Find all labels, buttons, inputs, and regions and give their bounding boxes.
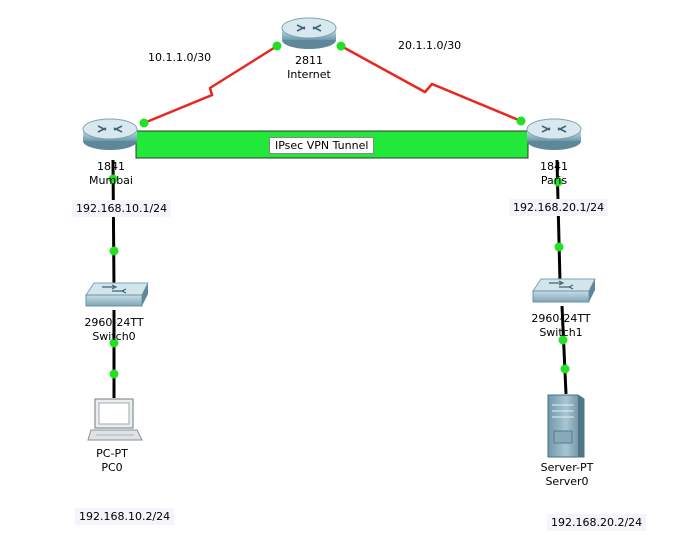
device-name-label: Server0	[545, 475, 589, 488]
lan-link-switch1-server0[interactable]	[560, 305, 568, 395]
device-model-label: Server-PT	[540, 461, 594, 474]
device-name-label: Switch0	[92, 330, 136, 343]
device-name-label: Paris	[540, 174, 568, 187]
wan-link-internet-paris[interactable]	[340, 44, 522, 123]
link-status-dot	[109, 369, 119, 379]
router-icon-mumbai[interactable]	[82, 118, 138, 150]
link-status-dot	[554, 242, 564, 252]
device-model-label: 2960-24TT	[531, 312, 591, 325]
link-status-dot	[553, 177, 563, 187]
device-model-label: 1841	[540, 160, 568, 173]
switch-icon-switch0[interactable]	[85, 282, 149, 307]
link-status-dots	[108, 41, 570, 379]
device-model-label: PC-PT	[96, 447, 128, 460]
link-status-dot	[108, 174, 118, 184]
ip-address-label: 192.168.20.1/24	[509, 199, 609, 216]
link-status-dot	[516, 116, 526, 126]
router-icon-internet[interactable]	[281, 17, 337, 49]
router-icon-paris[interactable]	[526, 118, 582, 150]
ip-address-label: 192.168.10.1/24	[72, 200, 172, 217]
ip-address-label: 192.168.20.2/24	[547, 514, 647, 531]
link-status-dot	[336, 41, 346, 51]
link-status-dot	[139, 118, 149, 128]
device-name-label: Internet	[287, 68, 331, 81]
wan-subnet-label-right: 20.1.1.0/30	[398, 39, 462, 52]
switch-icon-switch1[interactable]	[532, 278, 596, 303]
wan-subnet-label-left: 10.1.1.0/30	[148, 51, 212, 64]
wan-link-mumbai-internet[interactable]	[143, 44, 278, 125]
device-name-label: Mumbai	[89, 174, 133, 187]
server-icon-server0[interactable]	[547, 394, 585, 458]
device-model-label: 1841	[97, 160, 125, 173]
vpn-tunnel-label: IPsec VPN Tunnel	[269, 137, 375, 154]
device-name-label: PC0	[101, 461, 123, 474]
link-status-dot	[560, 364, 570, 374]
pc-icon-pc0[interactable]	[87, 398, 143, 441]
link-status-dot	[109, 246, 119, 256]
link-status-dot	[272, 41, 282, 51]
link-status-dot	[558, 335, 568, 345]
ip-address-label: 192.168.10.2/24	[75, 508, 175, 525]
device-name-label: Switch1	[539, 326, 583, 339]
device-model-label: 2811	[295, 54, 323, 67]
device-model-label: 2960-24TT	[84, 316, 144, 329]
link-status-dot	[109, 338, 119, 348]
